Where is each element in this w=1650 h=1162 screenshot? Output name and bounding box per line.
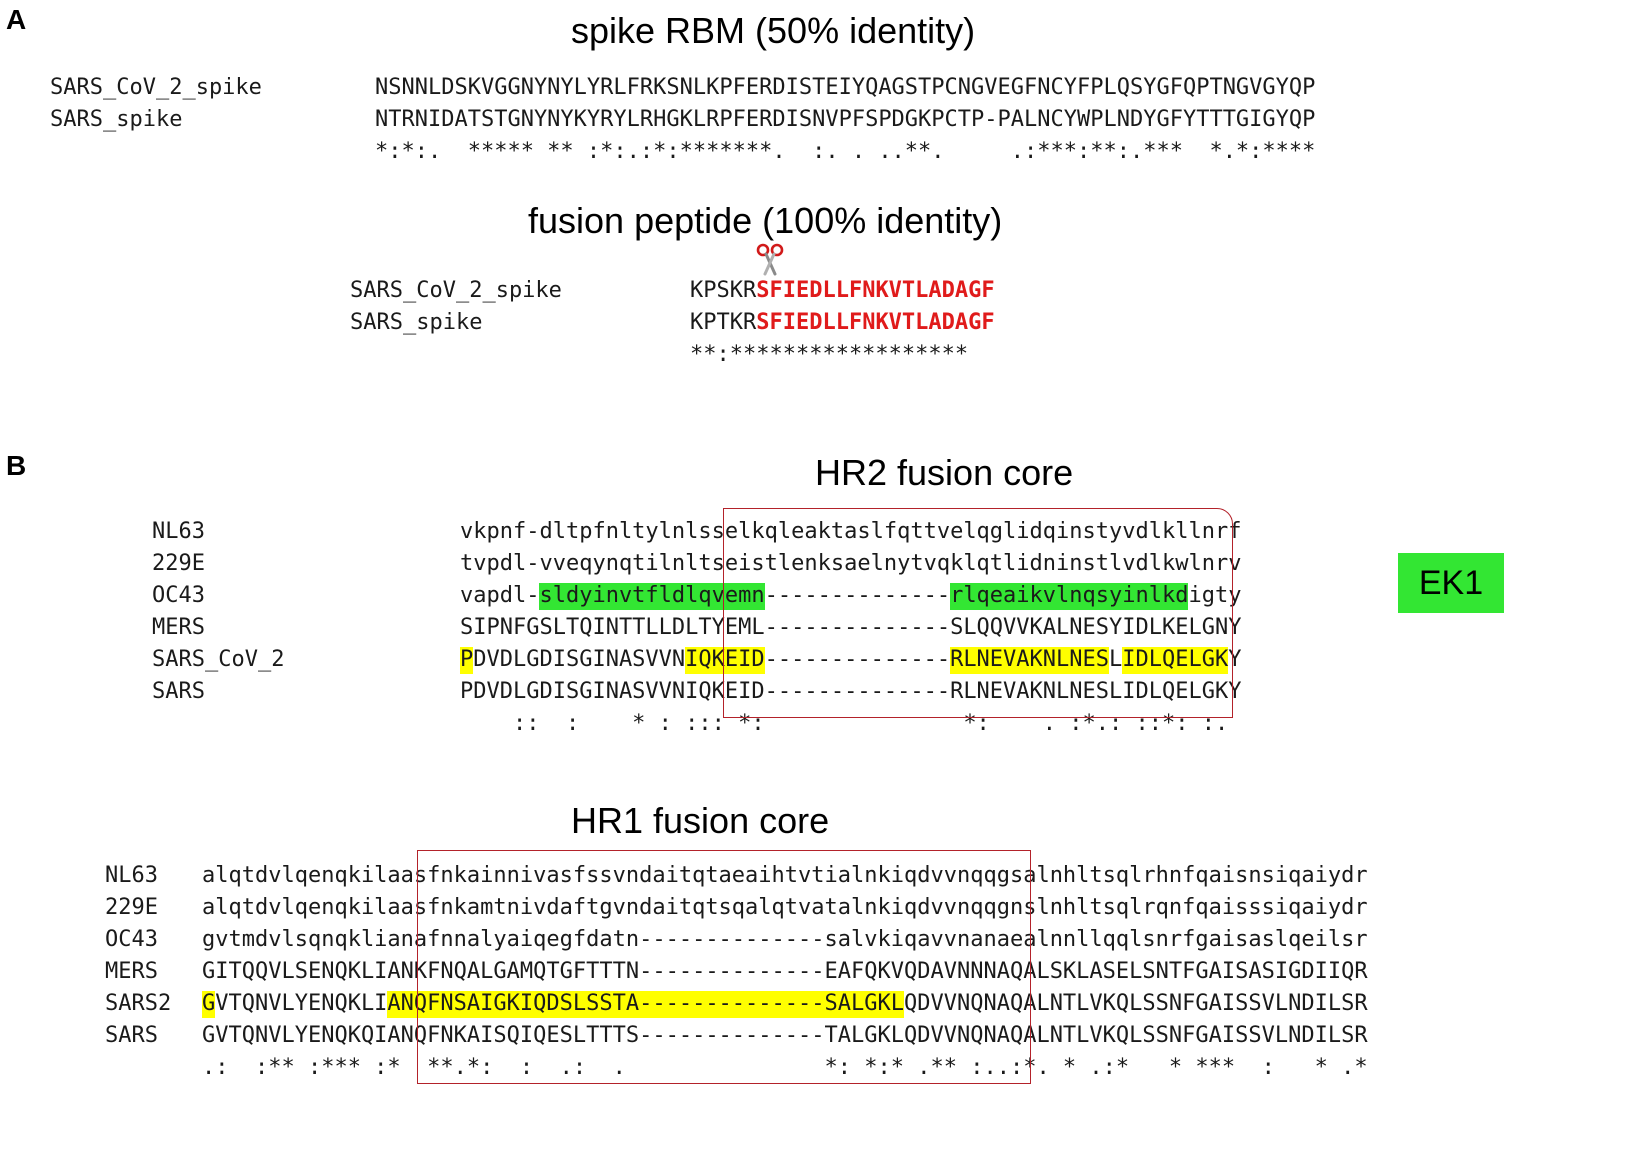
hr2-name-mers: MERS — [152, 615, 205, 640]
scissors-icon — [756, 243, 784, 276]
rbm-consensus: *:*:. ***** ** :*:.:*:*******. :. . ..**… — [375, 139, 1316, 164]
hr1-names: NL63 229E OC43 MERS SARS2 SARS — [105, 860, 171, 1052]
hr2-consensus: :: : * : ::: *: *: . :*.: ::*: :. — [460, 711, 1229, 736]
panel-b-label: B — [6, 450, 27, 481]
hr2-sequences: vkpnf-dltpfnltylnlsselkqleaktaslfqttvelq… — [460, 516, 1241, 740]
fusion-name-sars-cov-2: SARS_CoV_2_spike — [350, 278, 562, 303]
fusion-peptide-sars-cov-2: SFIEDLLFNKVTLADAGF — [756, 278, 995, 303]
hr2-title: HR2 fusion core — [815, 452, 1074, 493]
hr1-seq-sars2: GVTQNVLYENQKLIANQFNSAIGKIQDSLSSTA-------… — [202, 991, 1368, 1016]
hr2-seq-sars: PDVDLGDISGINASVVNIQKEID--------------RLN… — [460, 679, 1242, 704]
hr1-name-mers: MERS — [105, 959, 158, 984]
residue-highlight — [387, 991, 904, 1018]
hr2-name-nl63: NL63 — [152, 519, 205, 544]
fusion-name-sars: SARS_spike — [350, 310, 483, 335]
hr2-names: NL63 229E OC43 MERS SARS_CoV_2 SARS — [152, 516, 284, 708]
hr2-name-sars: SARS — [152, 679, 205, 704]
hr1-name-nl63: NL63 — [105, 863, 158, 888]
hr2-seq-oc43: vapdl-sldyinvtfldlqvemn--------------rlq… — [460, 583, 1242, 608]
hr1-name-229e: 229E — [105, 895, 158, 920]
hr1-consensus: .: :** :*** :* **.*: : .: . *: *:* .** :… — [202, 1055, 1368, 1080]
rbm-name-sars-cov-2: SARS_CoV_2_spike — [50, 75, 262, 100]
residue-highlight — [202, 991, 216, 1018]
hr2-seq-229e: tvpdl-vveqynqtilnltseistlenksaelnytvqklq… — [460, 551, 1242, 576]
fusion-title: fusion peptide (100% identity) — [528, 200, 1003, 241]
rbm-title: spike RBM (50% identity) — [571, 10, 976, 51]
hr1-sequences: alqtdvlqenqkilaasfnkainnivasfssvndaitqta… — [202, 860, 1368, 1084]
rbm-seq-sars: NTRNIDATSTGNYNYKYRYLRHGKLRPFERDISNVPFSPD… — [375, 107, 1316, 132]
hr2-seq-nl63: vkpnf-dltpfnltylnlsselkqleaktaslfqttvelq… — [460, 519, 1242, 544]
fusion-sequences: KPSKRSFIEDLLFNKVTLADAGF KPTKRSFIEDLLFNKV… — [690, 275, 995, 371]
hr2-seq-mers: SIPNFGSLTQINTTLLDLTYEML--------------SLQ… — [460, 615, 1242, 640]
residue-highlight — [950, 583, 1189, 610]
ek1-label: EK1 — [1398, 553, 1504, 613]
fusion-peptide-sars: SFIEDLLFNKVTLADAGF — [756, 310, 995, 335]
residue-highlight — [1122, 647, 1229, 674]
residue-highlight — [950, 647, 1109, 674]
residue-highlight — [685, 647, 765, 674]
hr1-name-oc43: OC43 — [105, 927, 158, 952]
hr1-name-sars2: SARS2 — [105, 991, 172, 1016]
hr2-name-sars-cov-2: SARS_CoV_2 — [152, 647, 285, 672]
rbm-sequences: NSNNLDSKVGGNYNYLYRLFRKSNLKPFERDISTEIYQAG… — [375, 72, 1315, 168]
hr1-seq-mers: GITQQVLSENQKLIANKFNQALGAMQTGFTTTN-------… — [202, 959, 1368, 984]
hr1-seq-oc43: gvtmdvlsqnqklianafnnalyaiqegfdatn-------… — [202, 927, 1368, 952]
fusion-names: SARS_CoV_2_spike SARS_spike — [350, 275, 562, 339]
hr1-seq-229e: alqtdvlqenqkilaasfnkamtnivdaftgvndaitqts… — [202, 895, 1368, 920]
rbm-seq-sars-cov-2: NSNNLDSKVGGNYNYLYRLFRKSNLKPFERDISTEIYQAG… — [375, 75, 1316, 100]
panel-a-label: A — [6, 4, 27, 35]
fusion-prefix-sars-cov-2: KPSKR — [690, 278, 757, 303]
hr1-seq-sars: GVTQNVLYENQKQIANQFNKAISQIQESLTTTS-------… — [202, 1023, 1368, 1048]
hr1-name-sars: SARS — [105, 1023, 158, 1048]
hr2-seq-sars-cov-2: PDVDLGDISGINASVVNIQKEID--------------RLN… — [460, 647, 1242, 672]
rbm-name-sars: SARS_spike — [50, 107, 183, 132]
hr2-name-229e: 229E — [152, 551, 205, 576]
hr2-name-oc43: OC43 — [152, 583, 205, 608]
residue-highlight — [539, 583, 765, 610]
hr2-fusion-core-box — [723, 508, 1233, 718]
fusion-consensus: **:****************** — [690, 342, 969, 367]
hr1-seq-nl63: alqtdvlqenqkilaasfnkainnivasfssvndaitqta… — [202, 863, 1368, 888]
residue-highlight — [460, 647, 474, 674]
fusion-prefix-sars: KPTKR — [690, 310, 757, 335]
hr1-fusion-core-box — [417, 850, 1031, 1084]
rbm-names: SARS_CoV_2_spike SARS_spike — [50, 72, 262, 136]
hr1-title: HR1 fusion core — [571, 800, 830, 841]
